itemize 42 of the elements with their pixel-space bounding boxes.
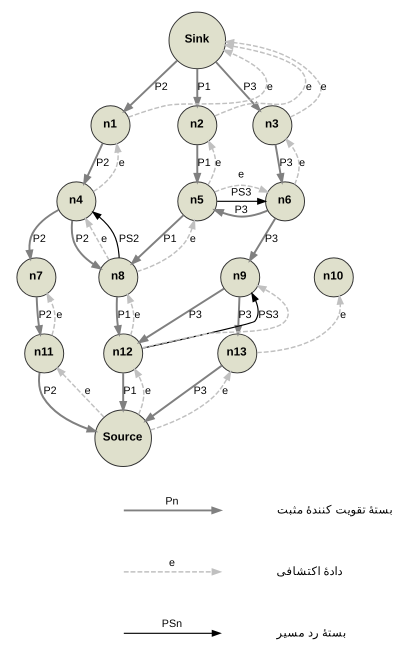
edge-label: P3: [243, 80, 257, 93]
edge-label: P1: [123, 385, 137, 398]
edge-label: e: [238, 168, 244, 181]
edge-label: P3: [264, 233, 278, 246]
edge-label: e: [190, 233, 196, 246]
edge-label: e: [215, 157, 222, 170]
edge-label: P1: [163, 233, 177, 246]
legend-label: بستهٔ تقویت کنندهٔ مثبت: [276, 503, 393, 516]
edge-label: P2: [96, 157, 110, 170]
edge-label: P2: [38, 309, 52, 322]
edge-label: P3: [279, 157, 293, 170]
edge-label: e: [306, 80, 312, 93]
edge-label: e: [340, 309, 346, 322]
edge-label: P2: [76, 233, 89, 246]
edge-label: e: [145, 385, 152, 398]
label: Pn: [165, 495, 178, 508]
edge-label: e: [101, 233, 108, 246]
edge-label: e: [299, 157, 306, 170]
edge-label: e: [118, 157, 125, 170]
legend-label: بستهٔ رد مسیر: [276, 626, 346, 640]
label: e: [168, 556, 175, 569]
edge-label: P2: [43, 385, 57, 398]
edge-label: P1: [198, 157, 211, 170]
edge-label: PS2: [118, 233, 140, 246]
edge-label: e: [222, 385, 228, 398]
edge-label: P3: [194, 385, 207, 398]
edge-label: e: [84, 385, 91, 398]
edge-label: P1: [198, 80, 211, 93]
edge-label: e: [134, 309, 140, 322]
edge-label: PS3: [231, 186, 252, 198]
edge-label: PS3: [258, 309, 279, 322]
edge-label: P1: [118, 309, 131, 322]
edge-label: P3: [188, 309, 202, 322]
legend-label: دادهٔ اکتشافی: [276, 564, 343, 578]
edge-label: e: [56, 309, 62, 322]
label: PSn: [162, 618, 182, 630]
edge-label: e: [320, 80, 327, 93]
edge-label: e: [266, 80, 273, 93]
edge-label: P2: [32, 233, 46, 246]
edge-label: P3: [238, 309, 252, 322]
edge-label: P3: [234, 204, 248, 216]
edge-label: P2: [154, 80, 168, 93]
